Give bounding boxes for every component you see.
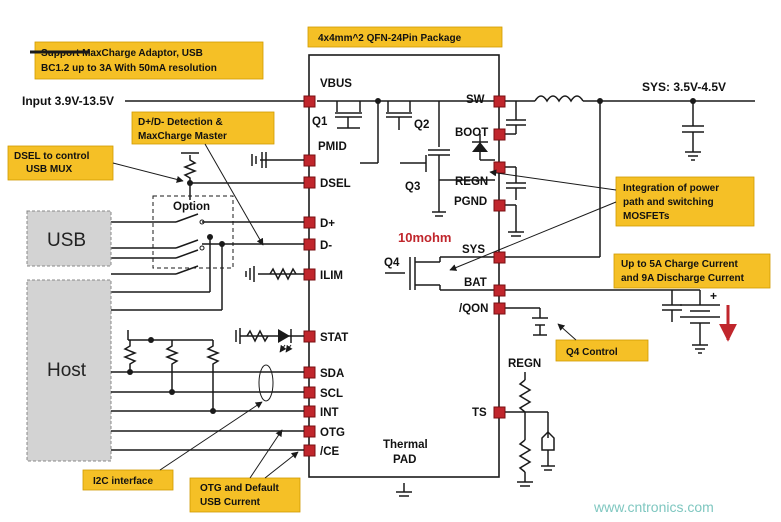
current-line1: Up to 5A Charge Current <box>621 259 739 270</box>
boot-diode <box>472 134 495 161</box>
pin-sys: SYS <box>462 244 485 256</box>
pin-sda: SDA <box>320 368 344 380</box>
pin-pgnd: PGND <box>454 196 487 208</box>
pin-dplus: D+ <box>320 218 335 230</box>
regn-inner-label: REGN <box>455 176 488 188</box>
pin-otg: OTG <box>320 427 345 439</box>
sys-capacitor <box>682 101 704 161</box>
option-label: Option <box>173 201 210 213</box>
pin-ilim: ILIM <box>320 270 343 282</box>
q2-mosfet <box>386 100 412 130</box>
i2c-callout <box>82 469 174 491</box>
pin-stat: STAT <box>320 332 348 344</box>
right-pins <box>493 95 506 419</box>
battery <box>680 290 720 354</box>
q1-mosfet <box>335 100 362 129</box>
q3-label: Q3 <box>405 181 420 193</box>
q4control-label: Q4 Control <box>566 347 618 358</box>
i2c-bus <box>111 330 304 451</box>
dpdm-line1: D+/D- Detection & <box>138 117 223 128</box>
watermark: www.cntronics.com <box>593 499 714 515</box>
pin-ts: TS <box>472 407 487 419</box>
q3-mosfet <box>400 101 450 217</box>
q1-label: Q1 <box>312 116 328 128</box>
integration-callout <box>615 176 755 227</box>
dsel-line1: DSEL to control <box>14 151 90 162</box>
ic-body <box>308 54 500 478</box>
resistance-label: 10mohm <box>398 230 451 245</box>
integration-line2: path and switching <box>623 197 714 208</box>
pin-qon: /QON <box>459 303 488 315</box>
dsel-line2: USB MUX <box>26 164 72 175</box>
pin-scl: SCL <box>320 388 343 400</box>
pmid-label: PMID <box>318 141 347 153</box>
pin-int: INT <box>320 407 339 419</box>
pin-ce: /CE <box>320 446 340 458</box>
otg-line1: OTG and Default <box>200 483 280 494</box>
pin-dsel: DSEL <box>320 178 351 190</box>
battery-plus: + <box>710 289 717 303</box>
inductor <box>534 95 584 103</box>
otg-callout <box>189 477 301 513</box>
pin-boot: BOOT <box>455 127 488 139</box>
sys-label: SYS: 3.5V-4.5V <box>642 80 726 94</box>
q4control-callout <box>555 339 649 362</box>
q4-mosfet <box>385 256 495 291</box>
thermal-label-2: PAD <box>393 454 416 466</box>
pin-dminus: D- <box>320 240 332 252</box>
dpdm-line2: MaxCharge Master <box>138 131 227 142</box>
thermal-label-1: Thermal <box>383 439 428 451</box>
pin-sw: SW <box>466 94 485 106</box>
otg-line2: USB Current <box>200 497 261 508</box>
usb-label: USB <box>47 230 86 251</box>
host-block <box>26 279 112 462</box>
dsel-callout <box>7 145 114 181</box>
host-label: Host <box>47 360 87 381</box>
maxcharge-line1: Support MaxCharge Adaptor, USB <box>41 48 203 59</box>
maxcharge-callout <box>34 41 264 80</box>
maxcharge-line2: BC1.2 up to 3A With 50mA resolution <box>41 63 217 74</box>
i2c-label: I2C interface <box>93 476 153 487</box>
package-callout <box>307 26 503 48</box>
pin-bat: BAT <box>464 277 487 289</box>
q2-label: Q2 <box>414 119 429 131</box>
integration-line1: Integration of power <box>623 183 719 194</box>
regn-ts-label: REGN <box>508 358 541 370</box>
integration-line3: MOSFETs <box>623 211 670 222</box>
dpdm-callout <box>131 111 275 145</box>
usb-block <box>26 210 112 267</box>
package-label: 4x4mm^2 QFN-24Pin Package <box>318 33 462 44</box>
current-line2: and 9A Discharge Current <box>621 273 745 284</box>
input-label: Input 3.9V-13.5V <box>22 94 114 108</box>
vbus-label: VBUS <box>320 78 352 90</box>
q4-label: Q4 <box>384 257 400 269</box>
current-callout <box>613 253 771 289</box>
